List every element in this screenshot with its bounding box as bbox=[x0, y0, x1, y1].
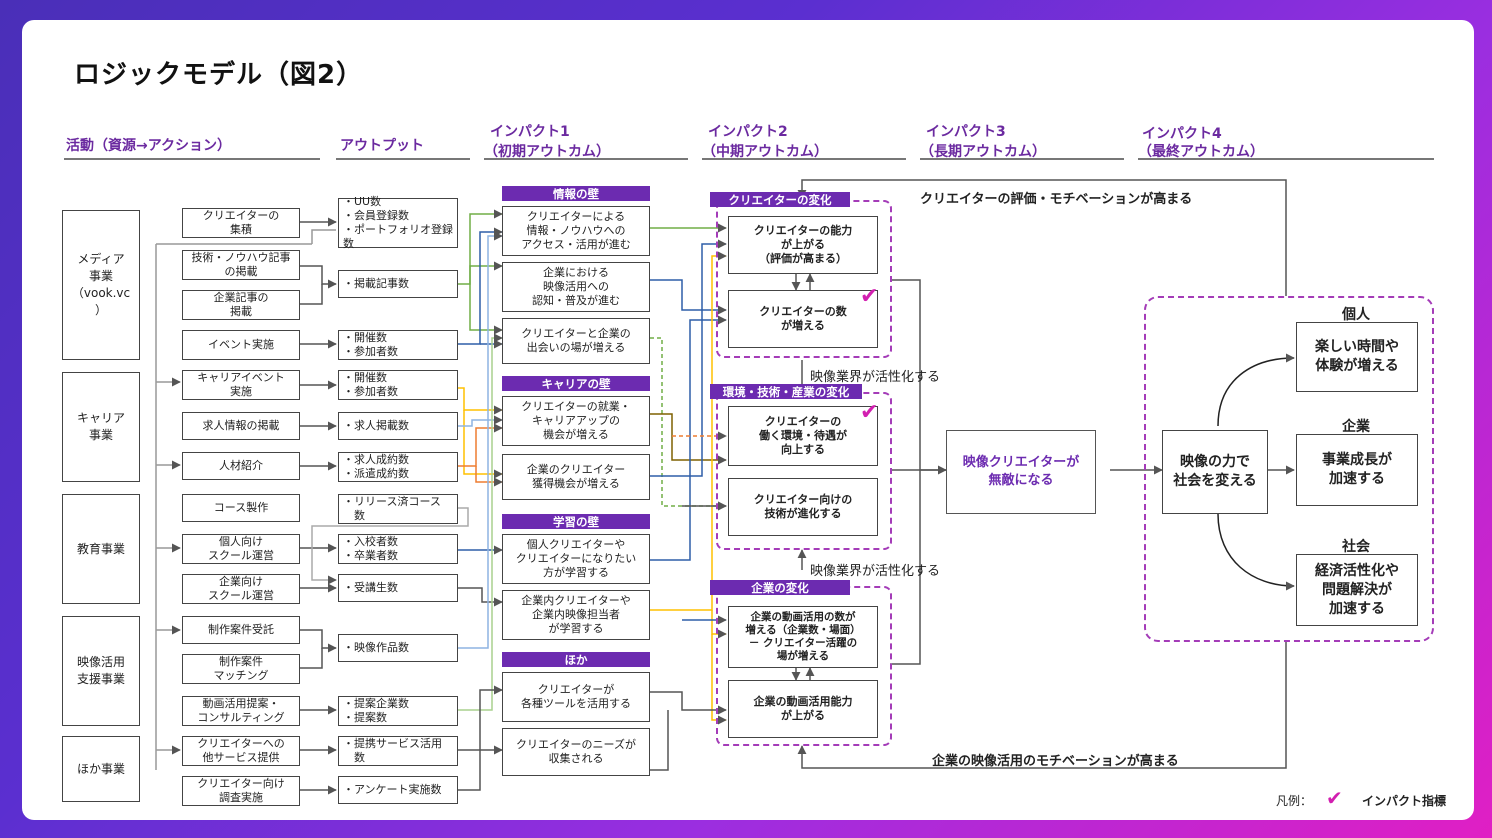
action-box: 求人情報の掲載 bbox=[182, 412, 300, 440]
impact1-box: クリエイターが 各種ツールを活用する bbox=[502, 672, 650, 722]
impact1-box: クリエイターと企業の 出会いの場が増える bbox=[502, 318, 650, 364]
resource-media: メディア 事業 （vook.vc ） bbox=[62, 210, 140, 360]
impact1-box: クリエイターの就業・ キャリアアップの 機会が増える bbox=[502, 396, 650, 446]
label-society: 社会 bbox=[1342, 539, 1370, 555]
output-box: ・受講生数 bbox=[338, 574, 458, 602]
output-box: ・求人成約数 ・派遣成約数 bbox=[338, 452, 458, 482]
impact1-box: クリエイターのニーズが 収集される bbox=[502, 728, 650, 776]
impact1-box: 企業における 映像活用への 認知・普及が進む bbox=[502, 262, 650, 312]
impact2-box: クリエイター向けの 技術が進化する bbox=[728, 478, 878, 536]
output-box: ・リリース済コース 数 bbox=[338, 494, 458, 524]
output-box: ・入校者数 ・卒業者数 bbox=[338, 534, 458, 564]
header-line bbox=[702, 158, 906, 160]
output-box: ・開催数 ・参加者数 bbox=[338, 370, 458, 400]
output-box: ・UU数 ・会員登録数 ・ポートフォリオ登録数 bbox=[338, 195, 458, 250]
header-impact1-sub: （初期アウトカム） bbox=[484, 144, 610, 160]
action-box: コース製作 bbox=[182, 494, 300, 522]
feedback-creator-note: クリエイターの評価・モチベーションが高まる bbox=[920, 192, 1193, 207]
category-learning-wall: 学習の壁 bbox=[502, 514, 650, 529]
impact2-box: クリエイターの 働く環境・待遇が 向上する bbox=[728, 406, 878, 466]
impact4-society-box: 経済活性化や 問題解決が 加速する bbox=[1296, 554, 1418, 626]
action-box: 人材紹介 bbox=[182, 452, 300, 480]
action-box: 企業向け スクール運営 bbox=[182, 574, 300, 604]
impact4-center-box: 映像の力で 社会を変える bbox=[1162, 430, 1268, 514]
resource-video: 映像活用 支援事業 bbox=[62, 616, 140, 726]
header-line bbox=[1138, 158, 1434, 160]
header-line bbox=[336, 158, 470, 160]
action-box: クリエイター向け 調査実施 bbox=[182, 776, 300, 806]
output-box: ・提携サービス活用 数 bbox=[338, 736, 458, 766]
resource-education: 教育事業 bbox=[62, 494, 140, 604]
impact1-box: クリエイターによる 情報・ノウハウへの アクセス・活用が進む bbox=[502, 206, 650, 256]
check-badge-icon: ✔ bbox=[860, 400, 879, 425]
header-line bbox=[920, 158, 1124, 160]
output-box: ・開催数 ・参加者数 bbox=[338, 330, 458, 360]
impact1-box: 企業のクリエイター 獲得機会が増える bbox=[502, 454, 650, 500]
impact2-box: 企業の動画活用の数が 増える（企業数・場面） － クリエイター活躍の 場が増える bbox=[728, 606, 878, 668]
header-impact4: インパクト4 bbox=[1142, 126, 1222, 142]
group-creator-label: クリエイターの変化 bbox=[710, 192, 850, 207]
action-box: 制作案件 マッチング bbox=[182, 654, 300, 684]
legend-label: 凡例： bbox=[1276, 794, 1313, 808]
action-box: 個人向け スクール運営 bbox=[182, 534, 300, 564]
impact1-box: 個人クリエイターや クリエイターになりたい 方が学習する bbox=[502, 534, 650, 584]
category-info-wall: 情報の壁 bbox=[502, 186, 650, 201]
header-line bbox=[64, 158, 320, 160]
page-title: ロジックモデル（図2） bbox=[74, 60, 364, 90]
action-box: 企業記事の 掲載 bbox=[182, 290, 300, 320]
label-individual: 個人 bbox=[1342, 307, 1370, 323]
action-box: 技術・ノウハウ記事 の掲載 bbox=[182, 250, 300, 280]
group-company-label: 企業の変化 bbox=[710, 580, 850, 595]
action-box: イベント実施 bbox=[182, 330, 300, 360]
action-box: クリエイターの 集積 bbox=[182, 208, 300, 238]
header-impact2: インパクト2 bbox=[708, 124, 788, 140]
impact2-box: 企業の動画活用能力 が上がる bbox=[728, 680, 878, 738]
impact4-company-box: 事業成長が 加速する bbox=[1296, 434, 1418, 506]
action-box: キャリアイベント 実施 bbox=[182, 370, 300, 400]
output-box: ・提案企業数 ・提案数 bbox=[338, 696, 458, 726]
resource-career: キャリア 事業 bbox=[62, 372, 140, 482]
header-impact4-sub: （最終アウトカム） bbox=[1138, 144, 1264, 160]
check-badge-icon: ✔ bbox=[1326, 786, 1343, 810]
header-impact3-sub: （長期アウトカム） bbox=[920, 144, 1046, 160]
category-other: ほか bbox=[502, 652, 650, 667]
industry-active-note: 映像業界が活性化する bbox=[810, 564, 941, 579]
header-impact3: インパクト3 bbox=[926, 124, 1006, 140]
output-box: ・求人掲載数 bbox=[338, 412, 458, 440]
action-box: クリエイターへの 他サービス提供 bbox=[182, 736, 300, 766]
output-box: ・映像作品数 bbox=[338, 634, 458, 662]
output-box: ・アンケート実施数 bbox=[338, 776, 458, 804]
impact3-box: 映像クリエイターが 無敵になる bbox=[946, 430, 1096, 514]
header-impact2-sub: （中期アウトカム） bbox=[702, 144, 828, 160]
header-activity: 活動（資源→アクション） bbox=[66, 138, 232, 154]
header-line bbox=[484, 158, 688, 160]
check-badge-icon: ✔ bbox=[860, 284, 879, 309]
output-box: ・掲載記事数 bbox=[338, 270, 458, 298]
impact1-box: 企業内クリエイターや 企業内映像担当者 が学習する bbox=[502, 590, 650, 640]
resource-other: ほか事業 bbox=[62, 736, 140, 802]
impact2-box: クリエイターの数 が増える bbox=[728, 290, 878, 348]
industry-active-note: 映像業界が活性化する bbox=[810, 370, 941, 385]
action-box: 動画活用提案・ コンサルティング bbox=[182, 696, 300, 726]
category-career-wall: キャリアの壁 bbox=[502, 376, 650, 391]
diagram-card: ロジックモデル（図2） 活動（資源→アクション） アウトプット インパクト1 （… bbox=[22, 20, 1474, 820]
impact4-individual-box: 楽しい時間や 体験が増える bbox=[1296, 322, 1418, 392]
label-company: 企業 bbox=[1342, 419, 1370, 435]
group-environment-label: 環境・技術・産業の変化 bbox=[710, 384, 862, 399]
action-box: 制作案件受託 bbox=[182, 616, 300, 644]
header-impact1: インパクト1 bbox=[490, 124, 570, 140]
group-final-outcome bbox=[1144, 296, 1434, 642]
connector-lines bbox=[155, 179, 1295, 795]
header-output: アウトプット bbox=[340, 138, 424, 154]
feedback-company-note: 企業の映像活用のモチベーションが高まる bbox=[932, 754, 1179, 769]
legend-text: インパクト指標 bbox=[1362, 794, 1447, 808]
impact2-box: クリエイターの能力 が上がる （評価が高まる） bbox=[728, 216, 878, 274]
